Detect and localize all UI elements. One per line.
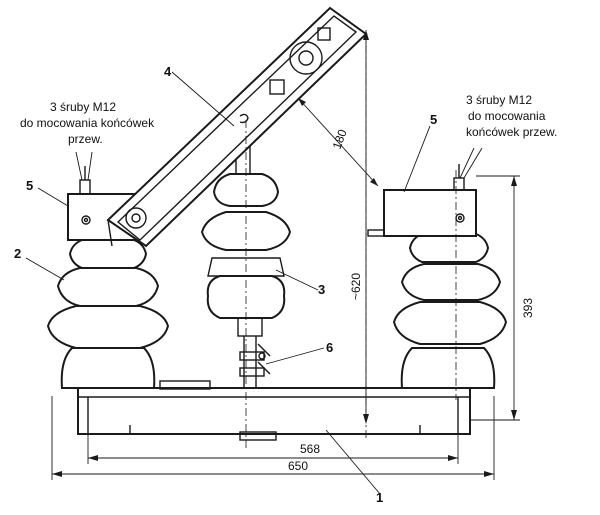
note-right-line2: do mocowania bbox=[468, 109, 546, 123]
dim-568: 568 bbox=[300, 442, 320, 456]
middle-insulator bbox=[200, 129, 292, 388]
part-label-6: 6 bbox=[326, 340, 333, 355]
base-frame bbox=[77, 380, 471, 441]
dim-180: 180 bbox=[330, 127, 350, 151]
dim-393: 393 bbox=[521, 298, 535, 318]
dim-650: 650 bbox=[288, 459, 308, 473]
note-right-line3: końcówek przew. bbox=[466, 125, 557, 139]
note-left-line2: do mocowania końcówek bbox=[20, 116, 155, 130]
part-labels: 1 2 3 4 5 5 6 bbox=[14, 64, 437, 505]
dim-620: ~620 bbox=[349, 273, 363, 300]
part-label-5-left: 5 bbox=[26, 178, 33, 193]
dimension-labels: 180 ~620 393 568 650 bbox=[288, 127, 535, 473]
leader-lines bbox=[25, 71, 483, 495]
part-label-3: 3 bbox=[318, 282, 325, 297]
note-left: 3 śruby M12 do mocowania końcówek przew. bbox=[20, 100, 155, 146]
note-right: 3 śruby M12 do mocowania końcówek przew. bbox=[466, 93, 557, 139]
left-insulator bbox=[46, 166, 170, 389]
part-label-4: 4 bbox=[164, 64, 172, 79]
right-insulator bbox=[367, 164, 508, 389]
dimension-lines bbox=[51, 30, 520, 480]
part-label-1: 1 bbox=[376, 490, 383, 505]
part-label-5-right: 5 bbox=[430, 112, 437, 127]
note-left-line3: przew. bbox=[68, 132, 103, 146]
note-right-line1: 3 śruby M12 bbox=[466, 93, 532, 107]
note-left-line1: 3 śruby M12 bbox=[50, 100, 116, 114]
part-label-2: 2 bbox=[14, 246, 21, 261]
